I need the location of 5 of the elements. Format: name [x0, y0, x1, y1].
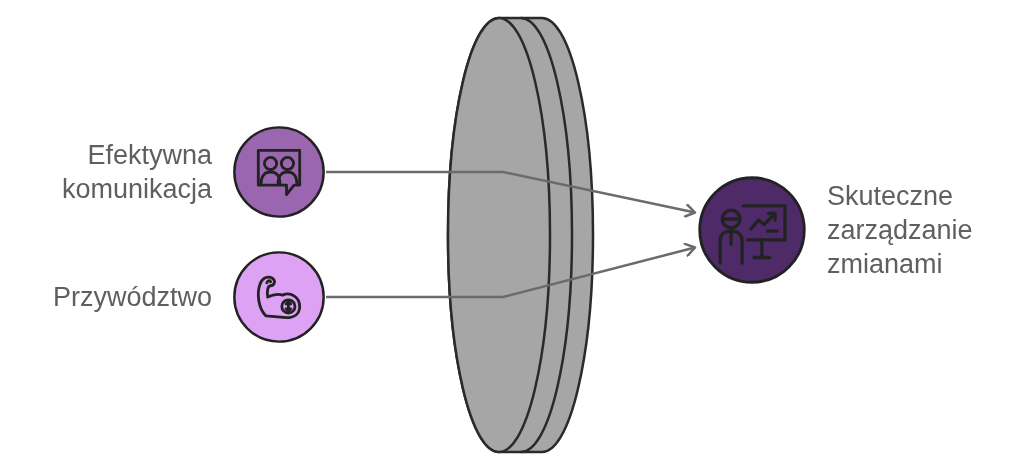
node-label: Efektywna komunikacja [60, 139, 212, 206]
node-label: Skuteczne zarządzanie zmianami [827, 180, 974, 281]
arrow [326, 170, 697, 218]
node-label: Przywództwo [51, 281, 212, 314]
arrow [326, 242, 697, 299]
